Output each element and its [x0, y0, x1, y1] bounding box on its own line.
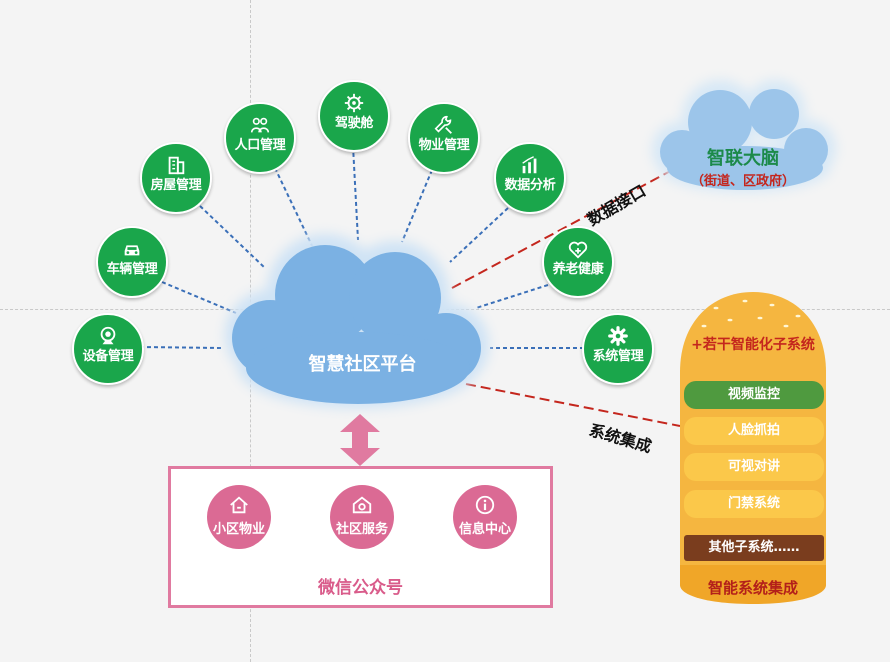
camera-icon: [100, 326, 116, 345]
layer-other[interactable]: 其他子系统……: [684, 535, 824, 561]
connector-data: [449, 207, 509, 263]
module-label: 驾驶舱: [334, 116, 374, 131]
brain-cloud: [652, 80, 836, 192]
module-label: 车辆管理: [106, 262, 158, 277]
module-label: 数据分析: [504, 178, 556, 193]
connector-elder: [475, 284, 549, 309]
layer-video[interactable]: 视频监控: [684, 381, 824, 409]
platform-title: 智慧社区平台: [308, 354, 417, 375]
module-system[interactable]: 系统管理: [582, 313, 654, 385]
gear-icon: [608, 326, 628, 346]
wechat-panel: 小区物业 社区服务 信息中心 微信公众号: [168, 466, 553, 608]
module-label: 物业管理: [418, 138, 470, 153]
brain-subtitle: （街道、区政府）: [690, 174, 795, 189]
building-icon: [168, 156, 185, 175]
platform-cloud: [225, 234, 489, 408]
home-service-icon: [352, 496, 372, 514]
bar-chart-icon: [522, 156, 537, 174]
integration-footer: 智能系统集成: [707, 579, 798, 597]
module-house[interactable]: 房屋管理: [140, 142, 212, 214]
helm-icon: [344, 93, 364, 113]
system-integration-line: [465, 383, 681, 427]
connector-cockpit: [352, 145, 359, 241]
layer-access[interactable]: 门禁系统: [684, 490, 824, 518]
module-label: 人口管理: [234, 138, 286, 153]
wechat-item-info[interactable]: 信息中心: [453, 485, 517, 549]
wechat-item-label: 小区物业: [212, 522, 265, 537]
double-arrow: [340, 414, 380, 466]
layer-intercom[interactable]: 可视对讲: [684, 453, 824, 481]
wechat-item-label: 社区服务: [335, 522, 388, 537]
module-cockpit[interactable]: 驾驶舱: [318, 80, 390, 152]
car-icon: [124, 245, 140, 256]
module-label: 设备管理: [82, 349, 134, 364]
module-label: 养老健康: [552, 262, 604, 277]
wechat-title: 微信公众号: [318, 578, 403, 598]
module-device[interactable]: 设备管理: [72, 313, 144, 385]
brain-title: 智联大脑: [707, 148, 779, 169]
layer-face[interactable]: 人脸抓拍: [684, 417, 824, 445]
module-label: 系统管理: [592, 349, 644, 364]
wechat-item-label: 信息中心: [458, 522, 511, 537]
connector-vehicle: [161, 281, 237, 314]
connector-house: [199, 205, 266, 269]
info-icon: [475, 495, 495, 515]
module-vehicle[interactable]: 车辆管理: [96, 226, 168, 298]
connector-device: [139, 346, 223, 349]
heart-plus-icon: [568, 241, 588, 259]
burger-bottom-bun: [680, 565, 826, 604]
wrench-icon: [434, 115, 452, 134]
burger-top-bun: [680, 292, 826, 382]
wechat-item-service[interactable]: 社区服务: [330, 485, 394, 549]
people-icon: [250, 117, 270, 133]
module-elder[interactable]: 养老健康: [542, 226, 614, 298]
module-data[interactable]: 数据分析: [494, 142, 566, 214]
house-icon: [230, 496, 248, 514]
connector-property: [401, 169, 433, 243]
wechat-item-property[interactable]: 小区物业: [207, 485, 271, 549]
module-property[interactable]: 物业管理: [408, 102, 480, 174]
red-links: [451, 167, 681, 427]
module-label: 房屋管理: [150, 178, 202, 193]
integration-title: +若干智能化子系统: [691, 337, 815, 353]
module-people[interactable]: 人口管理: [224, 102, 296, 174]
